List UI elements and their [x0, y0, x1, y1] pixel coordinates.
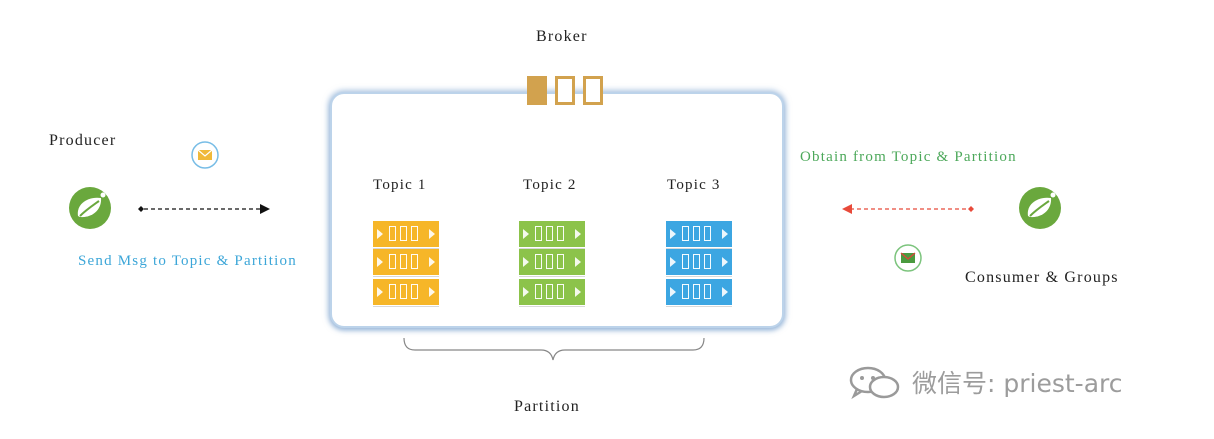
partition-bar: [373, 279, 439, 307]
wechat-icon: [849, 366, 900, 400]
producer-message: Send Msg to Topic & Partition: [78, 253, 297, 269]
spring-logo-icon: [69, 187, 111, 229]
partition-bar: [666, 249, 732, 277]
broker-title: Broker: [536, 28, 588, 45]
producer-arrow: [138, 204, 270, 214]
partition-bar: [519, 221, 585, 249]
topic-2-label: Topic 2: [523, 177, 577, 193]
partition-bar: [519, 279, 585, 307]
partition-bar: [666, 221, 732, 249]
consumer-message: Obtain from Topic & Partition: [800, 149, 1017, 165]
partition-bar: [373, 249, 439, 277]
producer-title: Producer: [49, 132, 117, 149]
partition-bar: [519, 249, 585, 277]
watermark-text: 微信号: priest-arc: [912, 369, 1123, 398]
consumer-arrow: [842, 204, 974, 214]
partition-bar: [373, 221, 439, 249]
partition-bar: [666, 279, 732, 307]
partition-brace: [403, 337, 705, 361]
envelope-icon: [191, 141, 219, 169]
spring-logo-icon: [1019, 187, 1061, 229]
topic-3-label: Topic 3: [667, 177, 721, 193]
partition-label: Partition: [514, 398, 580, 415]
topic-1-label: Topic 1: [373, 177, 427, 193]
consumer-title: Consumer & Groups: [965, 269, 1119, 286]
envelope-icon: [894, 244, 922, 272]
